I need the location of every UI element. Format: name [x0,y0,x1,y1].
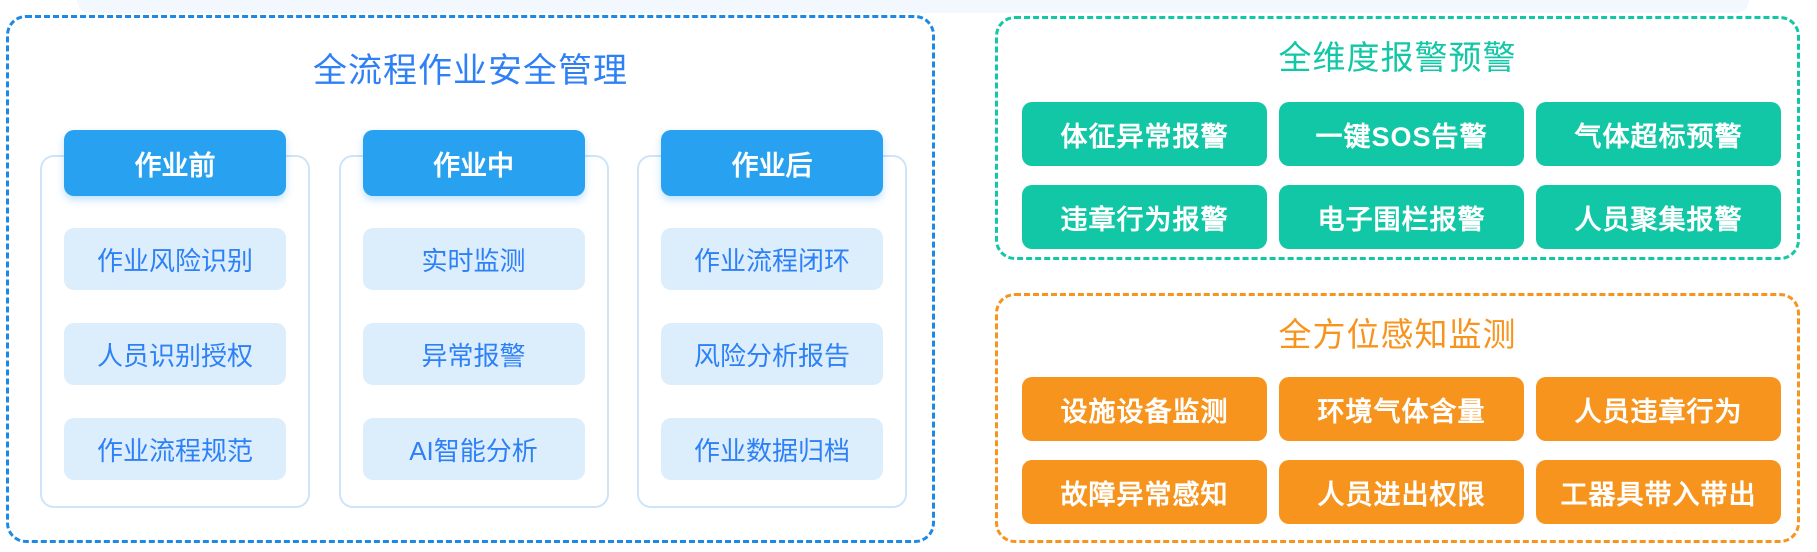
sensing-tile: 故障异常感知 [1022,460,1267,524]
sensing-tile: 工器具带入带出 [1536,460,1781,524]
column-header: 作业后 [661,130,883,196]
sensing-tile: 环境气体含量 [1279,377,1524,441]
column-header: 作业前 [64,130,286,196]
alerts-grid: 体征异常报警 一键SOS告警 气体超标预警 违章行为报警 电子围栏报警 人员聚集… [1022,102,1781,249]
sensing-grid: 设施设备监测 环境气体含量 人员违章行为 故障异常感知 人员进出权限 工器具带入… [1022,377,1781,524]
column-item: 作业流程规范 [64,418,286,480]
column-header: 作业中 [362,130,585,196]
workflow-columns: 作业前 作业风险识别 人员识别授权 作业流程规范 作业中 实时监测 异常报警 A… [40,130,907,508]
alert-tile: 违章行为报警 [1022,185,1267,249]
workflow-panel-title: 全流程作业安全管理 [313,52,628,90]
column-item: 人员识别授权 [64,323,286,385]
sensing-panel-title: 全方位感知监测 [1278,316,1517,353]
column-item: 异常报警 [362,323,585,385]
sensing-panel: 全方位感知监测 设施设备监测 环境气体含量 人员违章行为 故障异常感知 人员进出… [995,293,1800,543]
workflow-column-after: 作业后 作业流程闭环 风险分析报告 作业数据归档 [637,130,907,508]
top-decor-band [77,0,1749,13]
workflow-column-during: 作业中 实时监测 异常报警 AI智能分析 [338,130,609,508]
column-item: AI智能分析 [362,418,585,480]
alert-tile: 体征异常报警 [1022,102,1267,166]
sensing-tile: 人员违章行为 [1536,377,1781,441]
alerts-panel-title: 全维度报警预警 [1278,39,1517,76]
alert-tile: 电子围栏报警 [1279,185,1524,249]
alert-tile: 人员聚集报警 [1536,185,1781,249]
sensing-tile: 人员进出权限 [1279,460,1524,524]
column-item: 实时监测 [362,228,585,290]
alert-tile: 气体超标预警 [1536,102,1781,166]
column-item: 作业数据归档 [661,418,883,480]
column-item: 作业风险识别 [64,228,286,290]
alert-tile: 一键SOS告警 [1279,102,1524,166]
workflow-panel: 全流程作业安全管理 作业前 作业风险识别 人员识别授权 作业流程规范 作业中 实… [6,15,935,543]
column-item: 风险分析报告 [661,323,883,385]
workflow-column-before: 作业前 作业风险识别 人员识别授权 作业流程规范 [40,130,310,508]
alerts-panel: 全维度报警预警 体征异常报警 一键SOS告警 气体超标预警 违章行为报警 电子围… [995,16,1800,260]
column-item: 作业流程闭环 [661,228,883,290]
sensing-tile: 设施设备监测 [1022,377,1267,441]
